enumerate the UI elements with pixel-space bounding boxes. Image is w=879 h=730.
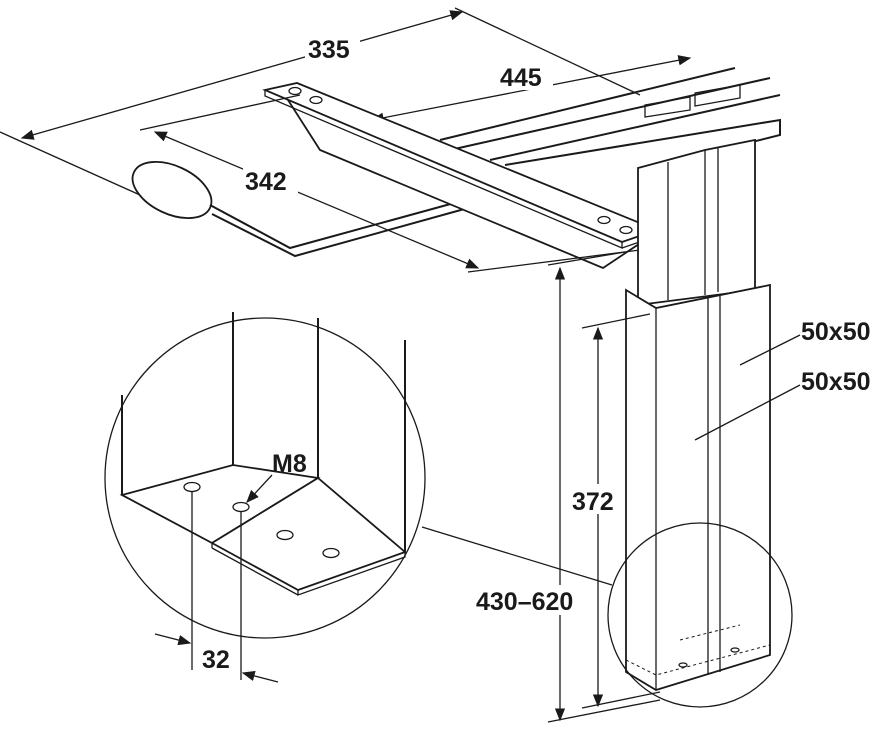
label-m8: M8: [272, 450, 307, 478]
label-430-620: 430–620: [476, 588, 573, 616]
label-445: 445: [500, 64, 542, 92]
label-335: 335: [308, 36, 350, 64]
detail-marker-circle: [607, 522, 793, 708]
dimension-372: 372: [570, 313, 661, 709]
label-outer-tube: 50x50: [801, 368, 871, 396]
telescopic-leg: [625, 138, 771, 691]
detail-leader-line: [421, 526, 613, 586]
dimension-445: 445: [370, 55, 692, 123]
mounting-bracket: [262, 82, 660, 270]
tube-labels: 50x50 50x50: [694, 318, 871, 441]
label-342: 342: [245, 168, 287, 196]
dimension-430-620: 430–620: [474, 251, 661, 723]
label-inner-tube: 50x50: [801, 318, 871, 346]
label-32: 32: [202, 646, 230, 674]
label-372: 372: [572, 488, 614, 516]
detail-view-foot-plate: M8 32: [104, 312, 426, 683]
